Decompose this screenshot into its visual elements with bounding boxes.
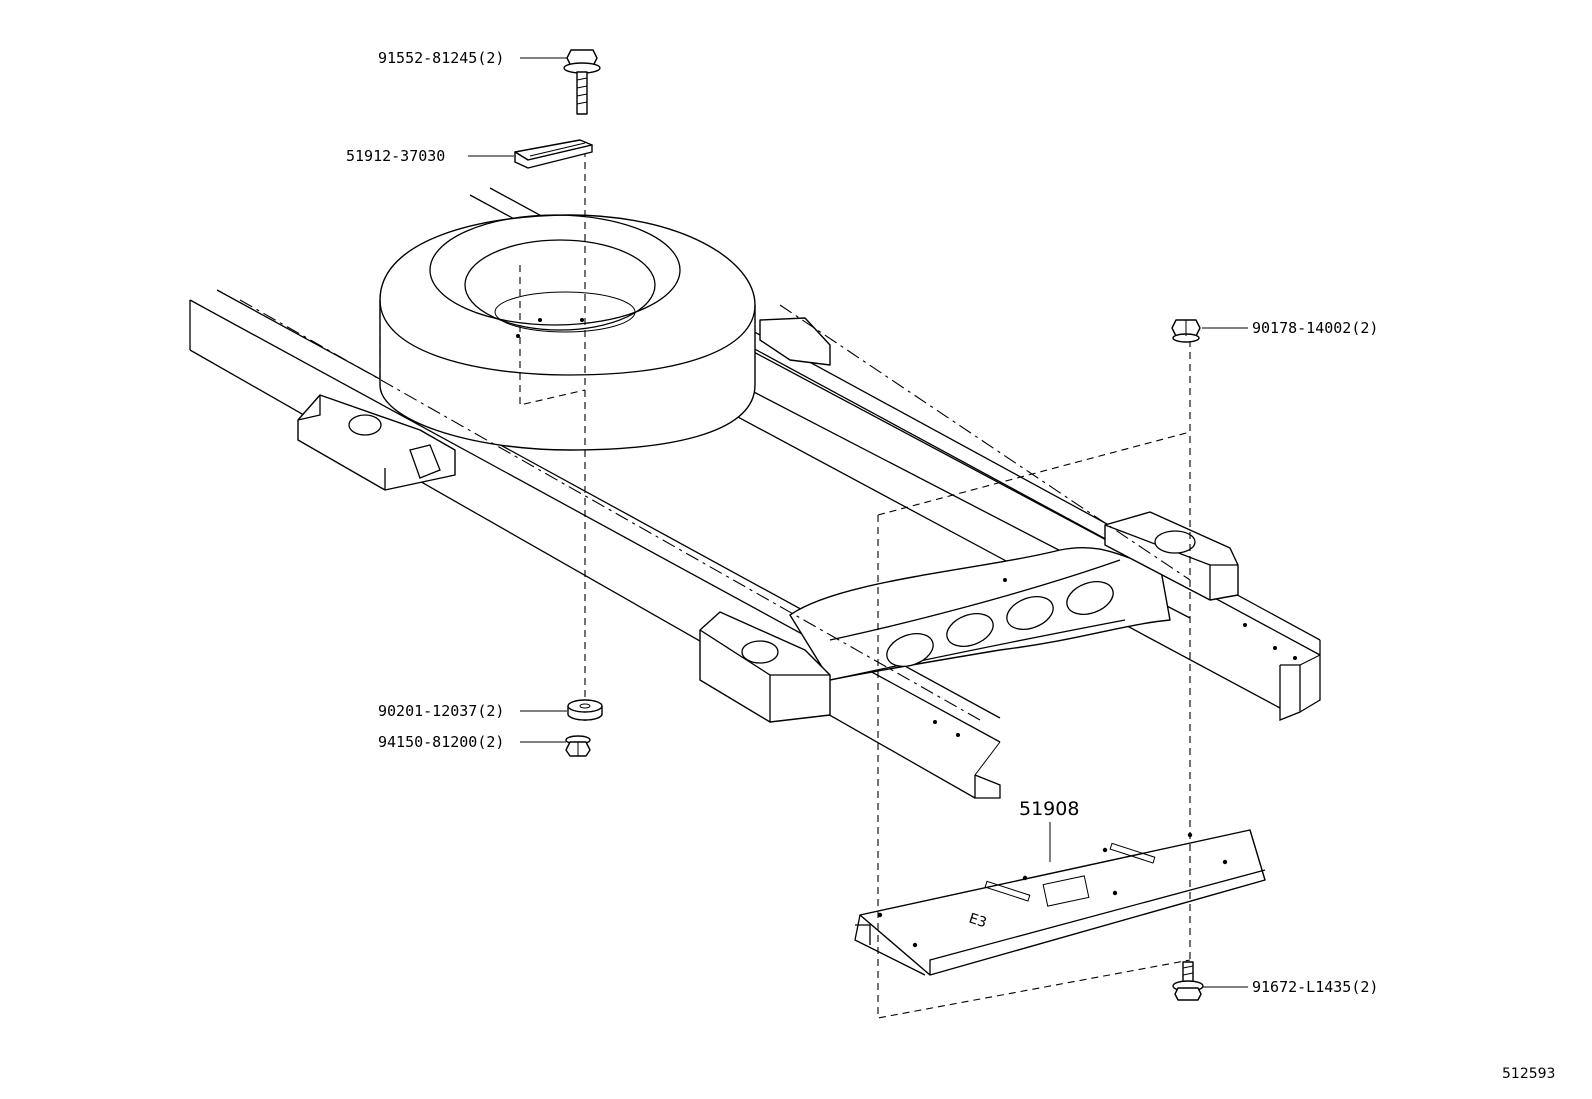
label-plate-top: 51912-37030 <box>346 147 445 165</box>
plate-top-icon <box>514 139 593 169</box>
frame-bracket-tire <box>759 317 831 366</box>
label-carrier: 51908 <box>1019 798 1079 820</box>
frame-bracket-left <box>297 394 456 491</box>
label-nut-bottom: 94150-81200(2) <box>378 733 504 751</box>
frame-bracket-mid <box>699 611 831 723</box>
washer-icon <box>567 699 603 721</box>
label-bolt-top: 91552-81245(2) <box>378 49 504 67</box>
label-bolt-bottom: 91672-L1435(2) <box>1252 978 1378 996</box>
frame-cross-member <box>789 546 1297 737</box>
diagram-id: 512593 <box>1502 1066 1555 1082</box>
label-washer: 90201-12037(2) <box>378 702 504 720</box>
assembly-lines <box>239 150 1191 1019</box>
spare-tire <box>379 214 756 451</box>
nut-bottom-icon <box>565 735 591 757</box>
frame-bracket-right <box>1104 511 1239 601</box>
carrier-plate: E3 <box>854 829 1266 976</box>
nut-right-icon <box>1171 319 1201 343</box>
svg-text:E3: E3 <box>967 911 989 932</box>
bolt-top-icon <box>563 49 601 115</box>
label-nut-right: 90178-14002(2) <box>1252 319 1378 337</box>
leader-lines <box>468 57 1248 988</box>
bolt-bottom-icon <box>1172 961 1204 1001</box>
